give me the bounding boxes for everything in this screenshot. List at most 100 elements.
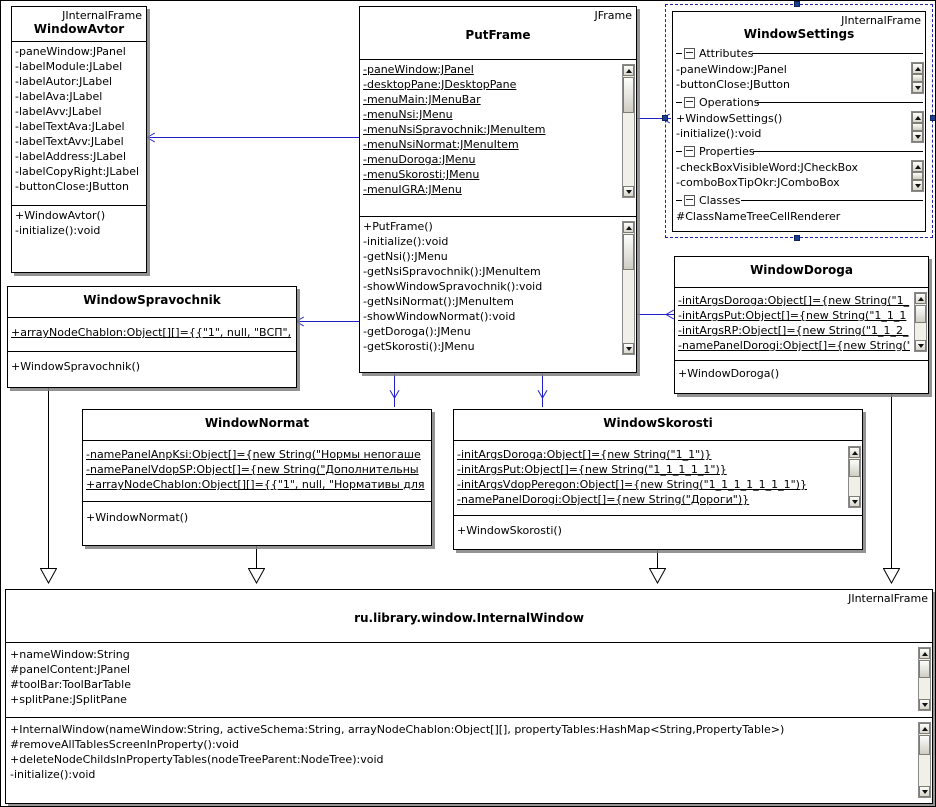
class-box-window-avtor[interactable]: JInternalFrame WindowAvtor -paneWindow:J… [11, 6, 147, 273]
scroll-down-arrow-icon[interactable] [623, 343, 634, 354]
operations-compartment-put-frame[interactable]: +PutFrame() -initialize():void -getNsi()… [360, 217, 636, 373]
compartment-divider [12, 41, 146, 42]
scroll-thumb[interactable] [915, 305, 926, 323]
scroll-down-arrow-icon[interactable] [623, 186, 634, 197]
class-box-window-settings[interactable]: JInternalFrame WindowSettings Attributes… [672, 11, 926, 232]
class-box-put-frame[interactable]: JFrame PutFrame -paneWindow:JPanel -desk… [359, 6, 637, 373]
compartment-divider [6, 642, 932, 643]
operations-compartment-window-doroga[interactable]: +WindowDoroga() [675, 361, 928, 393]
scroll-up-arrow-icon[interactable] [915, 293, 926, 304]
scroll-down-arrow-icon[interactable] [912, 180, 923, 191]
operations-scrollbar-window-settings[interactable] [911, 111, 924, 143]
collapse-minus-icon[interactable] [684, 194, 695, 206]
selection-handle-right[interactable] [930, 115, 935, 121]
scroll-thumb[interactable] [623, 77, 634, 113]
properties-scrollbar-window-settings[interactable] [911, 160, 924, 192]
scroll-down-arrow-icon[interactable] [915, 340, 926, 351]
attribute-line: +arrayNodeChablon:Object[][]={{"1", null… [11, 326, 292, 339]
operations-compartment-internal-window[interactable]: +InternalWindow(nameWindow:String, activ… [6, 718, 932, 804]
scroll-thumb[interactable] [919, 660, 930, 678]
attribute-line: -labelAvv:JLabel [15, 105, 102, 118]
connector-putframe-windowsettings[interactable] [637, 118, 671, 119]
operation-line: -getNsi():JMenu [363, 250, 448, 263]
class-name: PutFrame [465, 28, 531, 42]
connector-putframe-windownormat[interactable] [394, 373, 395, 407]
class-box-window-skorosti[interactable]: WindowSkorosti -initArgsDoroga:Object[]=… [453, 409, 863, 550]
scroll-down-arrow-icon[interactable] [919, 786, 930, 797]
operation-line: -getSkorosti():JMenu [363, 340, 475, 353]
attributes-compartment-window-spravochnik[interactable]: +arrayNodeChablon:Object[][]={{"1", null… [8, 318, 296, 351]
group-header-attributes[interactable]: Attributes [673, 46, 925, 61]
class-stereotype: JInternalFrame [62, 9, 142, 22]
scroll-down-arrow-icon[interactable] [849, 496, 860, 507]
scroll-down-arrow-icon[interactable] [912, 82, 923, 93]
group-header-operations[interactable]: Operations [673, 95, 925, 110]
scroll-thumb[interactable] [623, 234, 634, 270]
scroll-down-arrow-icon[interactable] [919, 699, 930, 710]
scroll-up-arrow-icon[interactable] [912, 112, 923, 123]
operation-line: -initialize():void [15, 224, 101, 237]
scroll-up-arrow-icon[interactable] [912, 63, 923, 74]
group-header-properties[interactable]: Properties [673, 144, 925, 159]
scroll-up-arrow-icon[interactable] [623, 65, 634, 76]
attributes-scrollbar-internal-window[interactable] [918, 647, 931, 711]
properties-compartment-window-settings[interactable]: -checkBoxVisibleWord:JCheckBox -comboBox… [673, 159, 925, 193]
scroll-up-arrow-icon[interactable] [919, 723, 930, 734]
group-label: Properties [699, 145, 755, 158]
attributes-compartment-internal-window[interactable]: +nameWindow:String #panelContent:JPanel … [6, 643, 932, 717]
attributes-compartment-window-skorosti[interactable]: -initArgsDoroga:Object[]={new String("1_… [454, 441, 862, 515]
connector-putframe-windowavtor[interactable] [147, 137, 359, 138]
scroll-thumb[interactable] [912, 123, 923, 131]
scroll-thumb[interactable] [912, 172, 923, 180]
operations-scrollbar-put-frame[interactable] [622, 221, 635, 355]
connector-windowspravochnik-internalwindow[interactable] [48, 388, 49, 570]
operations-scrollbar-internal-window[interactable] [918, 722, 931, 798]
attributes-scrollbar-window-skorosti[interactable] [848, 446, 861, 508]
connector-windowskorosti-internalwindow[interactable] [657, 550, 658, 570]
scroll-thumb[interactable] [912, 74, 923, 82]
operation-line: +WindowSkorosti() [457, 524, 562, 537]
group-header-classes[interactable]: Classes [673, 193, 925, 208]
group-label: Operations [699, 96, 760, 109]
operations-compartment-window-skorosti[interactable]: +WindowSkorosti() [454, 516, 862, 550]
attributes-compartment-window-normat[interactable]: -namePanelAnpKsi:Object[]={new String("Н… [83, 441, 431, 501]
attributes-compartment-window-settings[interactable]: -paneWindow:JPanel -buttonClose:JButton [673, 61, 925, 95]
attribute-line: -desktopPane:JDesktopPane [363, 78, 517, 91]
attributes-scrollbar-put-frame[interactable] [622, 64, 635, 198]
operations-compartment-window-normat[interactable]: +WindowNormat() [83, 502, 431, 546]
connector-windownormat-internalwindow[interactable] [256, 546, 257, 570]
selection-handle-left[interactable] [662, 115, 668, 121]
class-box-window-doroga[interactable]: WindowDoroga -initArgsDoroga:Object[]={n… [674, 256, 929, 394]
class-box-internal-window[interactable]: JInternalFrame ru.library.window.Interna… [5, 589, 933, 804]
class-name: WindowSettings [743, 27, 855, 41]
attribute-line: #panelContent:JPanel [10, 663, 131, 676]
collapse-minus-icon[interactable] [684, 145, 695, 157]
scroll-up-arrow-icon[interactable] [919, 648, 930, 659]
scroll-thumb[interactable] [849, 459, 860, 477]
connector-putframe-windowskorosti[interactable] [542, 373, 543, 407]
connector-windowdoroga-internalwindow[interactable] [891, 394, 892, 570]
operations-compartment-window-avtor[interactable]: +WindowAvtor() -initialize():void [12, 206, 146, 244]
scroll-down-arrow-icon[interactable] [912, 131, 923, 142]
scroll-up-arrow-icon[interactable] [623, 222, 634, 233]
connector-putframe-windowspravochnik[interactable] [296, 321, 359, 322]
class-box-window-normat[interactable]: WindowNormat -namePanelAnpKsi:Object[]={… [82, 409, 432, 546]
collapse-minus-icon[interactable] [684, 47, 695, 59]
selection-handle-bottom[interactable] [794, 235, 800, 241]
scroll-thumb[interactable] [919, 735, 930, 755]
class-box-window-spravochnik[interactable]: WindowSpravochnik +arrayNodeChablon:Obje… [7, 286, 297, 388]
selection-handle-top[interactable] [794, 1, 800, 7]
collapse-minus-icon[interactable] [684, 96, 695, 108]
attributes-scrollbar-window-settings[interactable] [911, 62, 924, 94]
operations-compartment-window-settings[interactable]: +WindowSettings() -initialize():void [673, 110, 925, 144]
classes-compartment-window-settings[interactable]: #ClassNameTreeCellRenderer [673, 208, 925, 226]
scroll-up-arrow-icon[interactable] [849, 447, 860, 458]
generalization-triangle-spravochnik [40, 568, 57, 584]
attributes-compartment-window-avtor[interactable]: -paneWindow:JPanel -labelModule:JLabel -… [12, 42, 146, 205]
connector-putframe-windowdoroga[interactable] [637, 314, 675, 315]
attributes-scrollbar-window-doroga[interactable] [914, 292, 927, 352]
attributes-compartment-put-frame[interactable]: -paneWindow:JPanel -desktopPane:JDesktop… [360, 60, 636, 216]
operations-compartment-window-spravochnik[interactable]: +WindowSpravochnik() [8, 352, 296, 388]
attributes-compartment-window-doroga[interactable]: -initArgsDoroga:Object[]={new String("1_… [675, 288, 928, 360]
scroll-up-arrow-icon[interactable] [912, 161, 923, 172]
